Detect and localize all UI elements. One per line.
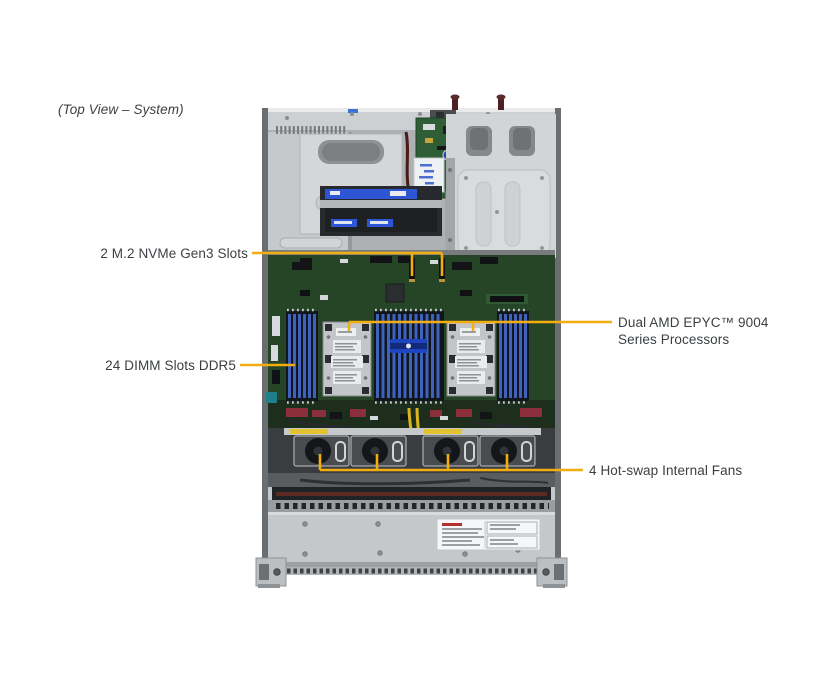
rack-ear-left bbox=[255, 557, 287, 588]
callout-line-fans bbox=[318, 454, 583, 472]
chassis-rail-left bbox=[262, 108, 268, 564]
cpu1-heatsink bbox=[322, 321, 372, 397]
dimm-bank-left bbox=[286, 308, 318, 404]
fan-rail bbox=[284, 428, 541, 435]
fan-2 bbox=[350, 435, 407, 467]
fan-1 bbox=[293, 435, 350, 467]
fan-3 bbox=[422, 435, 479, 467]
rear-section bbox=[268, 114, 556, 258]
callout-label-fans: 4 Hot-swap Internal Fans bbox=[589, 463, 743, 478]
regulatory-label bbox=[436, 518, 541, 551]
fan-section bbox=[268, 428, 555, 473]
rear-sticker bbox=[348, 109, 358, 113]
bmc-chip bbox=[385, 283, 405, 303]
fan-warning-sticker-2 bbox=[424, 429, 462, 434]
drive-backplane bbox=[272, 487, 551, 501]
callout-label-m2: 2 M.2 NVMe Gen3 Slots bbox=[100, 246, 248, 261]
dimm-bank-middle bbox=[374, 308, 444, 404]
thumbscrews bbox=[450, 94, 506, 110]
callout-lines bbox=[240, 251, 612, 472]
figure-caption: (Top View – System) bbox=[58, 102, 184, 117]
chassis-rail-right bbox=[555, 108, 561, 564]
callout-label-dimm: 24 DIMM Slots DDR5 bbox=[105, 358, 236, 373]
callout-line-processors bbox=[347, 320, 612, 331]
fan-warning-sticker-1 bbox=[290, 429, 328, 434]
callout-line-m2 bbox=[252, 251, 444, 276]
front-bottom-edge bbox=[270, 567, 553, 575]
chipset-heatsink bbox=[390, 339, 427, 353]
front-panel bbox=[268, 512, 555, 567]
rack-ear-right bbox=[536, 557, 568, 588]
callout-label-processors: Dual AMD EPYC™ 9004 Series Processors bbox=[618, 314, 768, 348]
riser-slot bbox=[490, 296, 524, 302]
front-vent-row bbox=[268, 500, 555, 512]
callout-label-processors-line1: Dual AMD EPYC™ 9004 bbox=[618, 315, 769, 330]
callout-label-processors-line2: Series Processors bbox=[618, 332, 730, 347]
motherboard-section bbox=[266, 255, 555, 469]
cpu2-heatsink bbox=[446, 321, 496, 397]
dimm-bank-right bbox=[497, 308, 529, 404]
power-supply-cover bbox=[446, 114, 556, 258]
front-section bbox=[255, 473, 568, 588]
board-top-connectors bbox=[292, 256, 498, 270]
storage-device bbox=[320, 186, 442, 236]
